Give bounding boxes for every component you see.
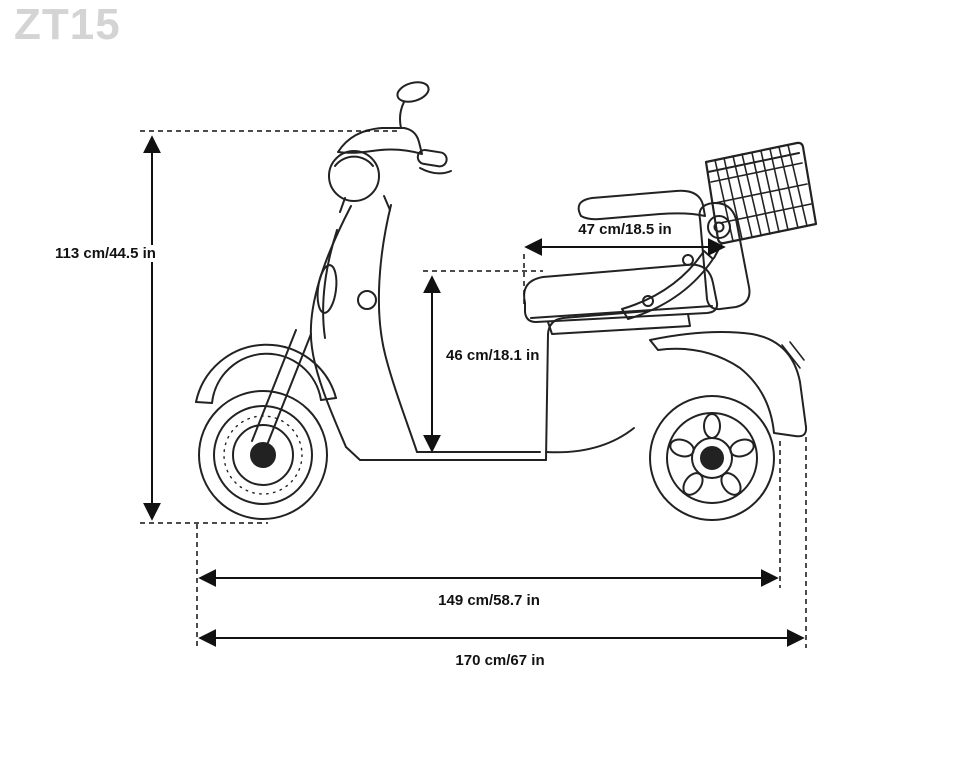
scooter-body <box>309 195 649 461</box>
body-knob <box>357 290 377 310</box>
seat-length-label: 47 cm/18.5 in <box>575 221 675 238</box>
basket-grid-line <box>741 153 762 236</box>
underseat-body <box>545 310 649 461</box>
dimension-lines <box>140 130 807 648</box>
front-rim <box>232 424 294 486</box>
brake-lever <box>419 167 452 175</box>
rear-wheel <box>649 395 775 521</box>
rear-spoke-hole <box>669 438 695 458</box>
steering-neck <box>339 195 391 213</box>
mirror-icon <box>396 81 430 103</box>
page-title: ZT15 <box>14 0 121 49</box>
fender-outer-arc <box>195 343 337 403</box>
rear-hub <box>700 446 724 470</box>
headlight-icon <box>328 150 380 202</box>
dimension-seat-length <box>523 238 726 306</box>
backrest-pivot-center <box>713 221 725 233</box>
rear-tire-outer <box>649 395 775 521</box>
rear-spoke-hole <box>720 472 742 496</box>
armrest <box>577 189 706 221</box>
front-fork-line <box>251 329 297 442</box>
legshield-front-edge <box>309 205 352 448</box>
seat-base-plate <box>547 313 691 335</box>
front-tire-inner <box>213 405 313 505</box>
scooter-illustration <box>195 81 818 521</box>
dimension-seat-height <box>423 270 543 453</box>
dash-cover <box>337 127 423 155</box>
headlight-detail <box>334 155 374 167</box>
front-hub <box>250 442 276 468</box>
support-bolt <box>682 254 694 266</box>
front-fork-line <box>266 333 312 446</box>
backrest-pivot <box>707 215 731 239</box>
basket-mount <box>713 242 723 259</box>
basket-grid-line <box>732 155 753 238</box>
mirror-stem <box>399 101 405 129</box>
front-fender <box>195 343 337 404</box>
basket-grid-line <box>714 183 808 204</box>
backrest-support-arm <box>621 250 714 320</box>
rear-spoke-hole <box>729 438 755 458</box>
rear-fender-body <box>649 331 808 438</box>
seat-height-label: 46 cm/18.1 in <box>443 347 543 364</box>
legshield-rear-edge <box>377 204 418 453</box>
fender-ends <box>195 397 337 404</box>
taillight-hatch <box>781 341 805 369</box>
rear-spoke-hole <box>703 413 721 439</box>
rear-spoke-hole <box>682 472 704 496</box>
rear-basket <box>704 141 818 259</box>
rear-fender <box>649 331 808 438</box>
overall-height-label: 113 cm/44.5 in <box>52 245 159 262</box>
body-vent <box>316 264 338 314</box>
front-wheel <box>198 329 328 520</box>
seat <box>523 263 719 335</box>
backrest-pad <box>698 201 751 311</box>
dimension-overall-height <box>140 130 397 524</box>
fender-inner-arc <box>211 352 322 404</box>
underseat-swoosh <box>545 427 635 454</box>
front-bolt-circle <box>223 415 303 495</box>
seat-seam <box>530 305 713 319</box>
floorboard <box>345 446 547 461</box>
dimension-total-length <box>198 437 807 648</box>
front-tire-outer <box>198 390 328 520</box>
handlebar-assembly <box>328 81 452 202</box>
seat-cushion <box>523 263 719 323</box>
total-length-label: 170 cm/67 in <box>452 652 548 669</box>
dimension-body-length <box>196 441 781 648</box>
basket-grid-line <box>710 162 803 183</box>
support-bolt <box>642 295 654 307</box>
basket-grid-line <box>719 203 812 224</box>
body-length-label: 149 cm/58.7 in <box>435 592 543 609</box>
armrest-pad <box>577 189 706 221</box>
handle-grip <box>416 149 448 168</box>
legshield-seam <box>322 229 338 339</box>
